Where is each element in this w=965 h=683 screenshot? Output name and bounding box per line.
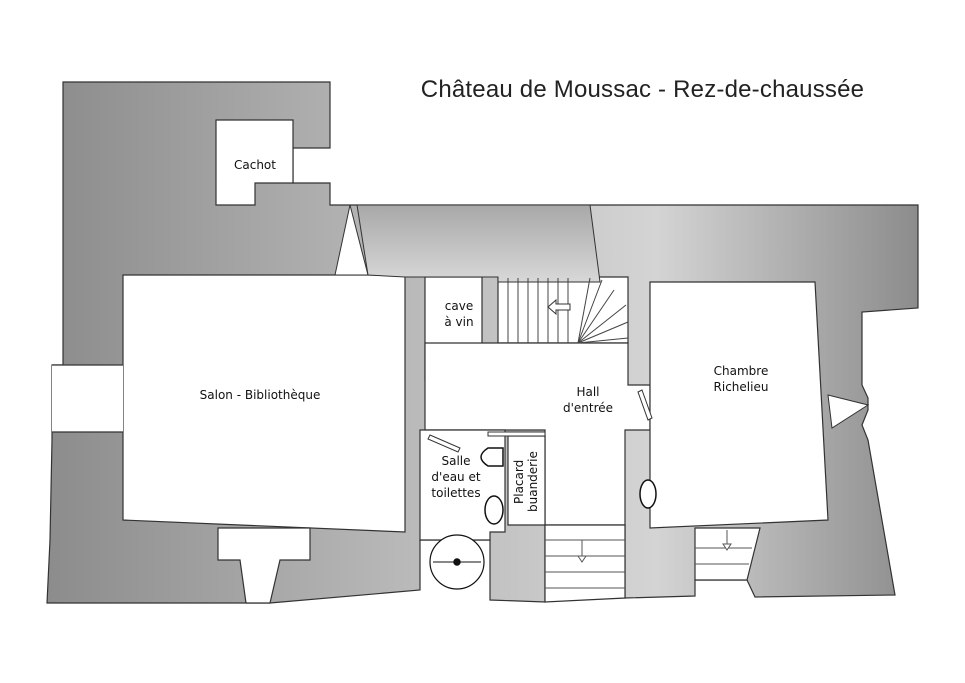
label-hall: Hall d'entrée [554,384,622,416]
label-salle-line2: d'eau et [431,470,481,484]
label-salle-line3: toilettes [431,486,481,500]
room-salon [122,274,406,533]
plan-title: Château de Moussac - Rez-de-chaussée [420,76,865,103]
label-salle-eau: Salle d'eau et toilettes [425,453,487,501]
label-cave-line1: cave [444,299,474,313]
south-passage-chambre [694,527,761,581]
label-hall-line2: d'entrée [562,401,614,415]
window-salon-north [334,204,369,276]
label-chambre-line1: Chambre [713,364,769,378]
toilet-icon [484,495,504,525]
label-placard-line2: buanderie [526,451,540,513]
fixture-chambre-icon [639,479,657,509]
door-salle-eau [427,434,461,453]
fixtures [429,447,657,590]
south-steps [545,530,752,589]
doors [427,389,653,453]
salon-west-opening [52,365,123,432]
label-chambre: Chambre Richelieu [696,363,786,395]
rooms [52,119,829,604]
room-cachot [215,119,294,206]
label-chambre-line2: Richelieu [713,380,769,394]
label-cave: cave à vin [433,298,485,330]
south-passage-hall [544,524,626,603]
sink-icon [480,447,504,467]
label-placard: Placard buanderie [512,443,542,521]
label-placard-line1: Placard [512,459,526,505]
room-chambre [649,281,829,529]
label-cachot: Cachot [234,158,276,172]
label-salle-line1: Salle [441,454,471,468]
salon-south-window [217,527,311,604]
label-hall-line1: Hall [576,385,600,399]
label-salon: Salon - Bibliothèque [199,388,321,402]
north-wall-light [356,204,601,283]
window-chambre-east [827,394,870,429]
label-cave-line2: à vin [444,315,474,329]
stair-arrow [547,298,571,316]
door-chambre [637,389,653,421]
